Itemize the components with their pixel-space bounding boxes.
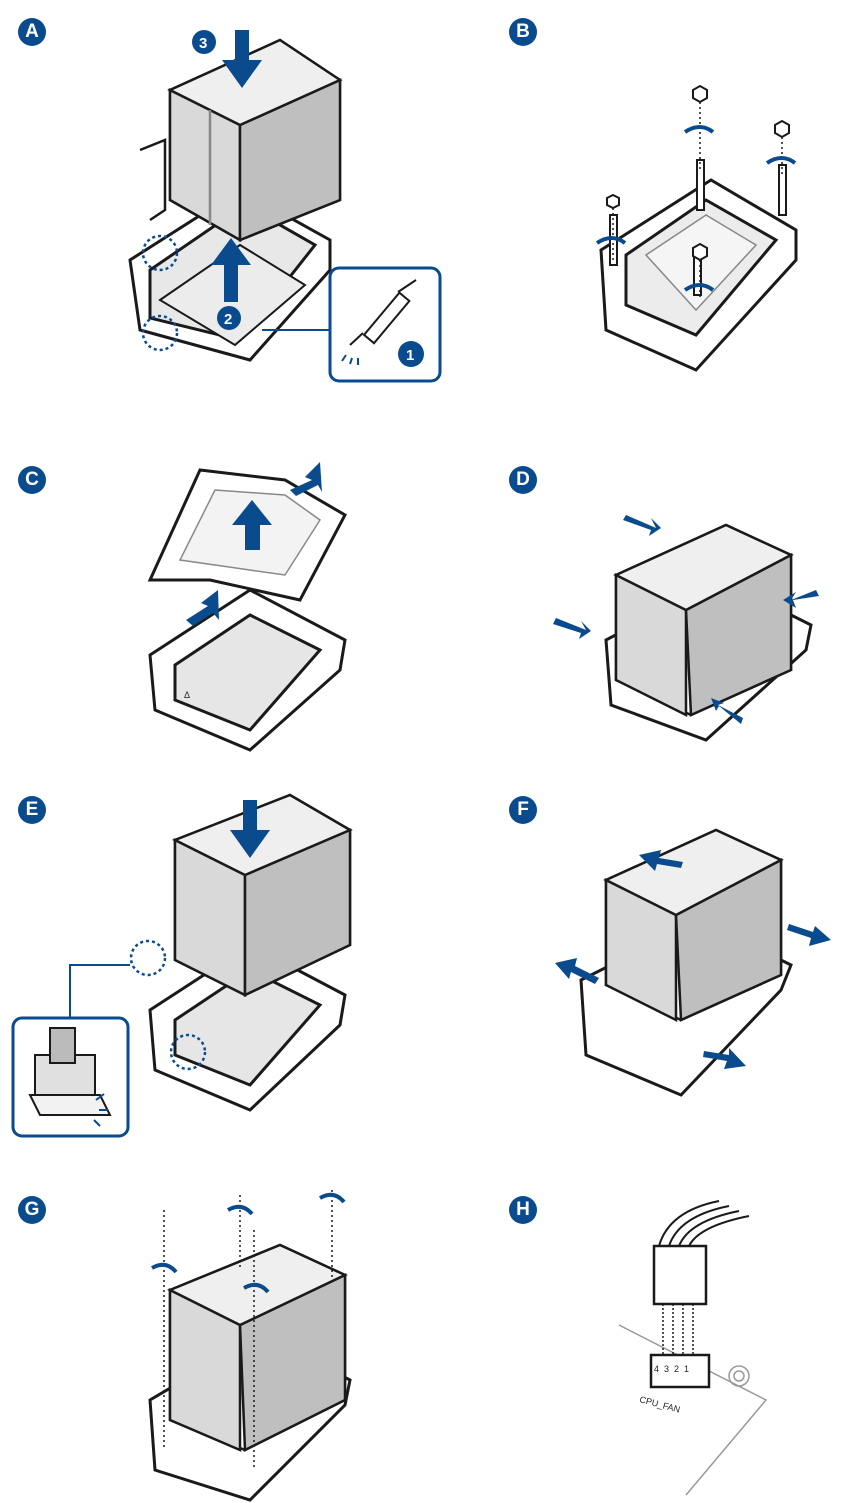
guide-lines bbox=[612, 102, 783, 300]
fan-cable-wires bbox=[658, 1200, 750, 1247]
panel-g-badge: G bbox=[18, 1196, 46, 1224]
push-arrow-bottom bbox=[186, 590, 219, 626]
panel-e-illustration bbox=[11, 793, 353, 1138]
step-2-label: 2 bbox=[224, 311, 232, 328]
cooler bbox=[171, 793, 353, 998]
mounting-hole bbox=[728, 1365, 750, 1387]
panel-a-badge: A bbox=[18, 18, 46, 46]
panel-a-illustration: 3 2 1 bbox=[128, 30, 442, 383]
rotate-arrows bbox=[151, 1192, 346, 1294]
pin-3-label: 3 bbox=[664, 1364, 669, 1374]
step-2-circle bbox=[217, 306, 241, 330]
triangle-mark: Δ bbox=[184, 690, 190, 700]
fan-connector bbox=[652, 1244, 708, 1306]
down-arrow-3 bbox=[222, 30, 262, 88]
panel-c-badge: C bbox=[18, 466, 46, 494]
pin-1-label: 1 bbox=[684, 1364, 689, 1374]
panel-a: A 3 2 bbox=[0, 0, 442, 390]
alignment-mark-bottom bbox=[141, 314, 179, 352]
alignment-mark-top bbox=[141, 234, 179, 272]
panel-h-badge: H bbox=[509, 1196, 537, 1224]
panel-g-illustration bbox=[148, 1190, 352, 1502]
step-1-circle bbox=[398, 341, 424, 367]
syringe-icon bbox=[349, 279, 417, 346]
guide-lines bbox=[163, 1190, 333, 1470]
alignment-mark-bottom bbox=[169, 1033, 207, 1071]
cooler bbox=[613, 523, 794, 718]
rotate-arrows bbox=[595, 125, 797, 292]
release-arrows bbox=[555, 850, 831, 1069]
step-3-label: 3 bbox=[199, 35, 207, 52]
pin-4-label: 4 bbox=[654, 1364, 659, 1374]
lift-arrow bbox=[232, 500, 272, 550]
panel-e: E bbox=[0, 770, 421, 1150]
panel-c-illustration: Δ bbox=[147, 462, 347, 752]
panel-c: C Δ bbox=[0, 440, 421, 770]
panel-d-illustration bbox=[553, 515, 819, 742]
pin-2-label: 2 bbox=[674, 1364, 679, 1374]
panel-f: F bbox=[421, 770, 843, 1150]
latch-detail bbox=[28, 1027, 112, 1116]
cpu-fan-label: CPU_FAN bbox=[638, 1394, 681, 1414]
nut-icons bbox=[606, 84, 790, 262]
panel-g: G bbox=[0, 1150, 421, 1503]
panel-b: B bbox=[421, 0, 843, 390]
panel-b-illustration bbox=[595, 84, 798, 372]
cpu-fan-header bbox=[649, 1353, 711, 1389]
up-arrow-2 bbox=[211, 238, 251, 302]
socket-base bbox=[148, 588, 347, 752]
clip-arrows bbox=[553, 515, 819, 724]
motherboard-edge bbox=[618, 1324, 768, 1496]
panel-h: H 4 3 2 1 CPU_FAN bbox=[421, 1150, 843, 1503]
cooler bbox=[603, 828, 784, 1023]
step-3-circle bbox=[192, 30, 216, 54]
panel-f-illustration bbox=[555, 828, 831, 1097]
panel-e-badge: E bbox=[18, 796, 46, 824]
panel-b-badge: B bbox=[509, 18, 537, 46]
pin-labels: 4 3 2 1 bbox=[654, 1364, 689, 1374]
cooler bbox=[139, 38, 343, 243]
alignment-mark-top bbox=[129, 939, 167, 977]
step-1-label: 1 bbox=[406, 347, 414, 364]
push-arrow-top bbox=[290, 462, 322, 496]
down-arrow bbox=[230, 800, 270, 858]
panel-f-badge: F bbox=[509, 796, 537, 824]
panel-h-illustration: 4 3 2 1 CPU_FAN bbox=[618, 1200, 768, 1496]
panel-d: D bbox=[421, 440, 843, 770]
panel-d-badge: D bbox=[509, 466, 537, 494]
